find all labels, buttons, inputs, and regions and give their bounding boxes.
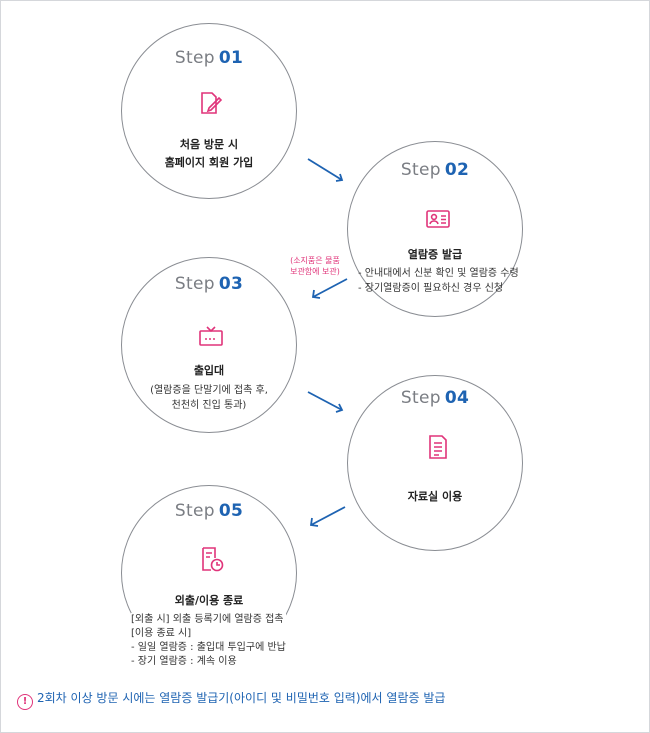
arrow-step1-to-step2 — [307, 158, 344, 182]
step-03-title: 출입대 — [193, 364, 225, 377]
footer-text: 2회차 이상 방문 시에는 열람증 발급기(아이디 및 비밀번호 입력)에서 열… — [37, 691, 446, 705]
gate-terminal-icon — [199, 326, 223, 346]
arrow-step4-to-step5 — [309, 506, 346, 527]
step-02-title: 열람증 발급 — [407, 248, 463, 261]
step-02-desc: - 안내대에서 신분 확인 및 열람증 수령- 장기열람증이 필요하신 경우 신… — [358, 268, 519, 294]
arrow-step3-to-step4 — [307, 391, 344, 413]
footer-notice: ! 2회차 이상 방문 시에는 열람증 발급기(아이디 및 비밀번호 입력)에서 … — [17, 689, 445, 710]
id-card-icon — [426, 210, 450, 228]
document-list-icon — [429, 435, 447, 459]
step-03-desc: (열람증을 단말기에 접촉 후,천천히 진입 통과) — [150, 385, 268, 411]
arrow-step2-to-step3 — [311, 278, 348, 299]
step-05-title: 외출/이용 종료 — [174, 594, 244, 607]
step-05-desc: [외출 시] 외출 등록기에 열람증 접촉[이용 종료 시] - 일일 열람증 … — [131, 613, 286, 669]
step-04-title: 자료실 이용 — [407, 490, 463, 503]
exclamation-icon: ! — [17, 694, 33, 710]
clock-document-icon — [202, 547, 224, 572]
pencil-document-icon — [201, 92, 223, 114]
